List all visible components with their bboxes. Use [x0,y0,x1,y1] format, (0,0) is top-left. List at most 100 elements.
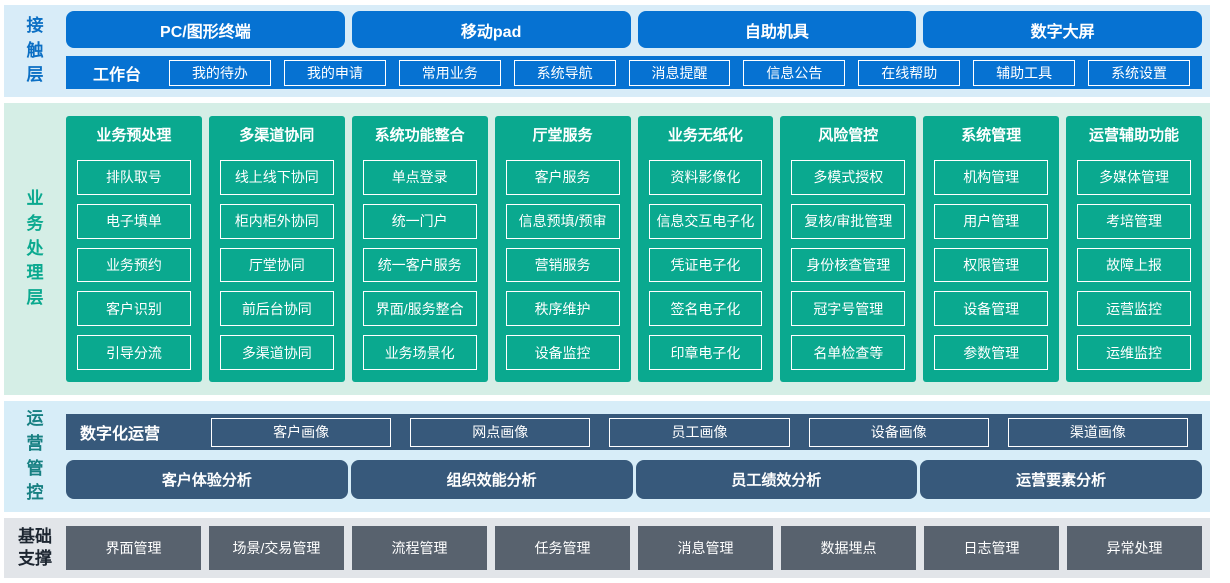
column-title: 厅堂服务 [532,127,593,144]
module-item: 信息预填/预审 [505,203,620,239]
module-item: 多渠道协同 [219,335,334,370]
analysis-customer-experience: 客户体验分析 [66,460,348,499]
contact-layer-band: 接触层 PC/图形终端 移动pad 自助机具 数字大屏 工作台 我的待办 我的申… [4,5,1210,97]
module-item: 统一门户 [362,203,477,239]
foundation-exception-handling: 异常处理 [1067,526,1202,570]
foundation-process-management: 流程管理 [352,526,487,570]
foundation-task-management: 任务管理 [495,526,630,570]
business-layer-content: 业务预处理 排队取号 电子填单 业务预约 客户识别 引导分流 多渠道协同 线上线… [66,103,1210,395]
column-business-preprocessing: 业务预处理 排队取号 电子填单 业务预约 客户识别 引导分流 [66,116,202,382]
column-title: 业务无纸化 [667,127,743,144]
digital-ops-bar: 数字化运营 客户画像 网点画像 员工画像 设备画像 渠道画像 [66,414,1202,450]
foundation-message-management: 消息管理 [638,526,773,570]
workbench-item-announcements: 信息公告 [743,59,846,86]
workbench-item-aux-tools: 辅助工具 [973,59,1076,86]
operation-layer-label: 运营管控 [4,401,66,512]
column-ops-aux-functions: 运营辅助功能 多媒体管理 考培管理 故障上报 运营监控 运维监控 [1066,116,1202,382]
module-item: 参数管理 [934,335,1049,370]
module-item: 设备管理 [934,291,1049,327]
business-layer-label-text: 业务处理层 [26,189,44,307]
column-risk-control: 风险管控 多模式授权 复核/审批管理 身份核查管理 冠字号管理 名单检查等 [780,116,917,382]
digital-ops-label: 数字化运营 [80,426,161,443]
module-item: 签名电子化 [648,291,763,327]
module-item: 设备监控 [505,335,620,370]
column-system-management: 系统管理 机构管理 用户管理 权限管理 设备管理 参数管理 [923,116,1060,382]
module-item: 身份核查管理 [791,247,906,283]
analysis-row: 客户体验分析 组织效能分析 员工绩效分析 运营要素分析 [66,460,1202,499]
module-item: 营销服务 [505,247,620,283]
module-item: 线上线下协同 [219,160,334,195]
module-item: 运维监控 [1077,335,1191,370]
foundation-layer-label-text: 基础支撑 [18,526,52,568]
terminal-self-service: 自助机具 [637,11,917,48]
workbench-label: 工作台 [92,66,141,84]
module-item: 凭证电子化 [648,247,763,283]
module-columns: 业务预处理 排队取号 电子填单 业务预约 客户识别 引导分流 多渠道协同 线上线… [66,103,1202,395]
foundation-log-management: 日志管理 [924,526,1059,570]
module-item: 电子填单 [77,203,191,239]
analysis-org-efficiency: 组织效能分析 [350,460,633,499]
foundation-scene-transaction: 场景/交易管理 [209,526,344,570]
business-layer-band: 业务处理层 业务预处理 排队取号 电子填单 业务预约 客户识别 引导分流 多渠道… [4,103,1210,395]
foundation-items: 界面管理 场景/交易管理 流程管理 任务管理 消息管理 数据埋点 日志管理 异常… [66,518,1210,578]
contact-layer-label-text: 接触层 [26,16,44,85]
workbench-item-settings: 系统设置 [1088,59,1191,86]
module-item: 用户管理 [934,203,1049,239]
module-item: 名单检查等 [791,335,906,370]
terminal-row: PC/图形终端 移动pad 自助机具 数字大屏 [66,11,1202,48]
module-item: 故障上报 [1077,247,1191,283]
profile-customer: 客户画像 [211,417,392,447]
workbench-item-online-help: 在线帮助 [858,59,961,86]
column-title: 多渠道协同 [239,127,315,144]
module-item: 秩序维护 [505,291,620,327]
module-item: 多媒体管理 [1077,160,1191,195]
terminal-pc: PC/图形终端 [66,11,345,48]
module-item: 运营监控 [1077,291,1191,327]
module-item: 前后台协同 [219,291,334,327]
module-item: 信息交互电子化 [648,203,763,239]
module-item: 考培管理 [1077,203,1191,239]
profile-employee: 员工画像 [609,417,790,447]
operation-layer-band: 运营管控 数字化运营 客户画像 网点画像 员工画像 设备画像 渠道画像 客户体验… [4,401,1210,512]
foundation-ui-management: 界面管理 [66,526,201,570]
column-title: 运营辅助功能 [1089,127,1180,144]
foundation-layer-band: 基础支撑 界面管理 场景/交易管理 流程管理 任务管理 消息管理 数据埋点 日志… [4,518,1210,578]
operation-layer-label-text: 运营管控 [26,409,44,503]
module-item: 多模式授权 [791,160,906,195]
module-item: 客户服务 [505,160,620,195]
module-item: 印章电子化 [648,335,763,370]
workbench-item-todo: 我的待办 [169,59,271,86]
column-title: 业务预处理 [96,127,172,144]
profile-device: 设备画像 [808,417,989,447]
column-multichannel-collab: 多渠道协同 线上线下协同 柜内柜外协同 厅堂协同 前后台协同 多渠道协同 [208,116,345,382]
column-lobby-service: 厅堂服务 客户服务 信息预填/预审 营销服务 秩序维护 设备监控 [494,116,631,382]
module-item: 业务场景化 [362,335,477,370]
column-title: 系统管理 [961,127,1022,144]
profile-channel: 渠道画像 [1007,417,1189,447]
module-item: 资料影像化 [648,160,763,195]
module-item: 引导分流 [77,335,191,370]
business-layer-label: 业务处理层 [4,103,66,395]
contact-layer-label: 接触层 [4,5,66,97]
workbench-item-navigation: 系统导航 [513,59,616,86]
module-item: 排队取号 [77,160,191,195]
module-item: 统一客户服务 [362,247,477,283]
terminal-mobile-pad: 移动pad [351,11,631,48]
column-system-integration: 系统功能整合 单点登录 统一门户 统一客户服务 界面/服务整合 业务场景化 [351,116,488,382]
module-item: 厅堂协同 [219,247,334,283]
column-paperless-business: 业务无纸化 资料影像化 信息交互电子化 凭证电子化 签名电子化 印章电子化 [637,116,774,382]
module-item: 机构管理 [934,160,1049,195]
terminal-digital-screen: 数字大屏 [923,11,1202,48]
operation-layer-content: 数字化运营 客户画像 网点画像 员工画像 设备画像 渠道画像 客户体验分析 组织… [66,401,1210,512]
workbench-item-applications: 我的申请 [283,59,386,86]
analysis-employee-performance: 员工绩效分析 [635,460,918,499]
module-item: 柜内柜外协同 [219,203,334,239]
module-item: 界面/服务整合 [362,291,477,327]
workbench-bar: 工作台 我的待办 我的申请 常用业务 系统导航 消息提醒 信息公告 在线帮助 辅… [66,56,1202,89]
module-item: 冠字号管理 [791,291,906,327]
module-item: 单点登录 [362,160,477,195]
foundation-layer-label: 基础支撑 [4,518,66,578]
workbench-item-common-business: 常用业务 [398,59,501,86]
column-title: 系统功能整合 [374,127,465,144]
